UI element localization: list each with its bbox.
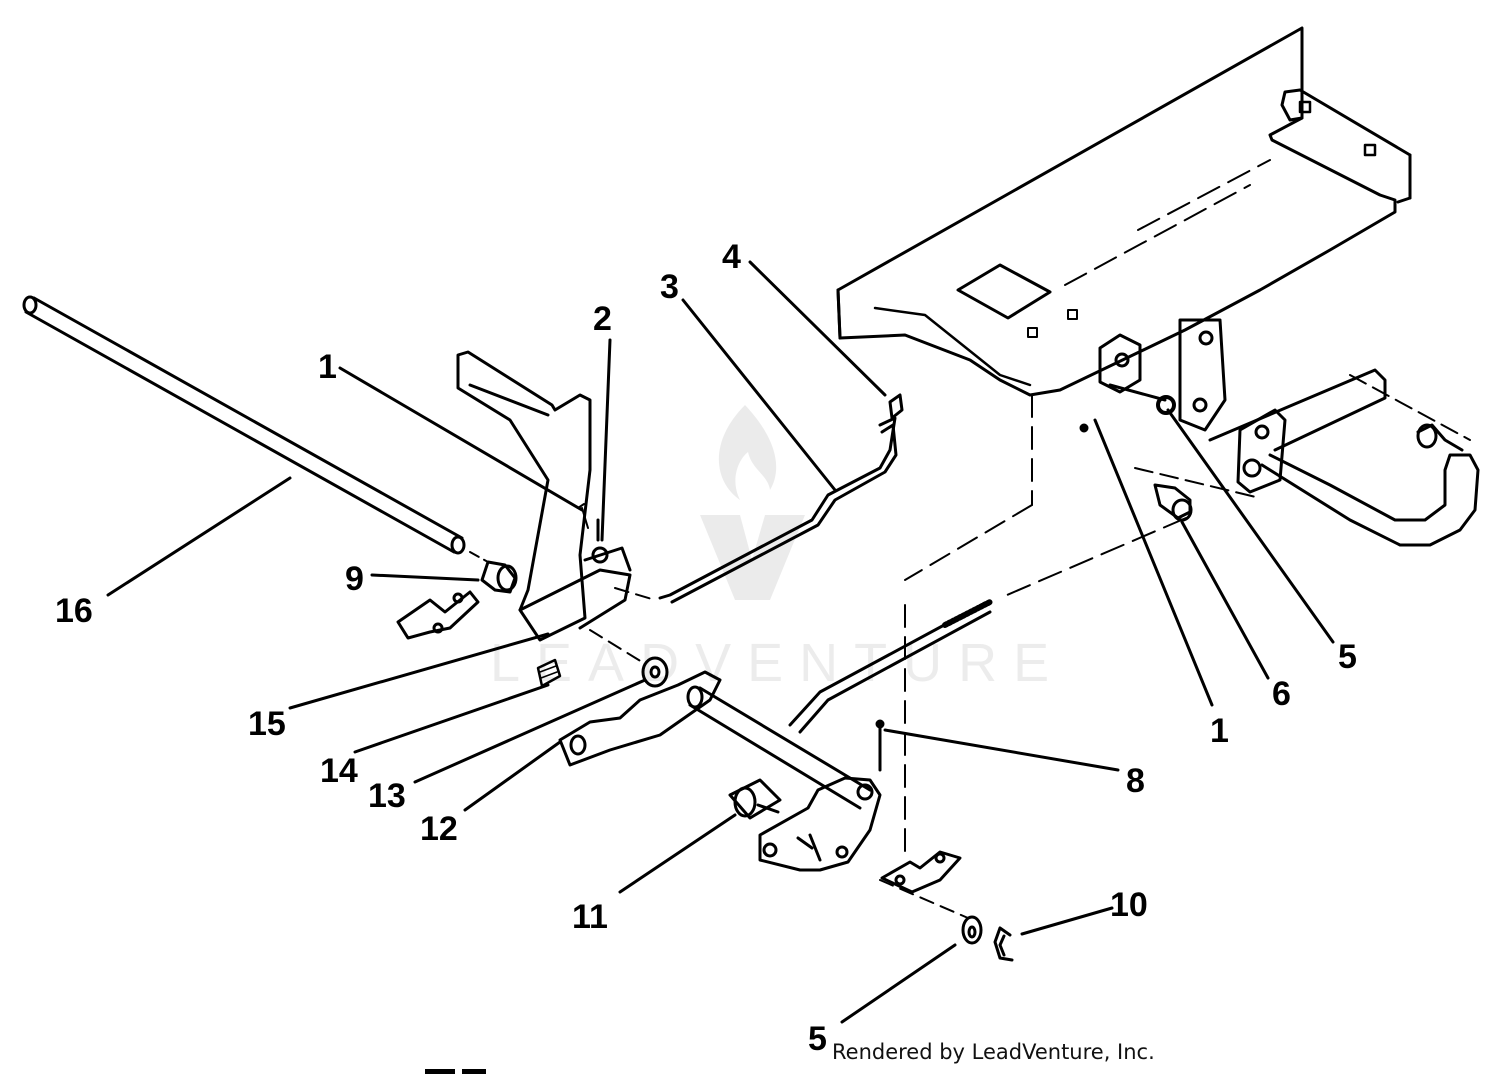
callout-3: 3 <box>660 268 679 306</box>
lever-12 <box>558 670 722 767</box>
bracket-15 <box>396 590 480 640</box>
cropped-mark <box>425 1069 486 1074</box>
clip-10 <box>993 926 1014 962</box>
frame-housing <box>836 26 1412 581</box>
washer-5 <box>961 915 983 945</box>
pedal <box>456 350 632 642</box>
threaded-rod <box>788 599 993 734</box>
leader-lines <box>106 260 1335 1024</box>
pin-6 <box>1153 483 1193 522</box>
callout-10: 10 <box>1110 886 1148 924</box>
washer-13 <box>641 656 669 688</box>
callout-2: 2 <box>593 300 612 338</box>
callout-11: 11 <box>572 898 608 936</box>
callout-16: 16 <box>55 592 93 630</box>
rod-16 <box>22 295 489 563</box>
rear-pivot-assembly <box>1098 318 1480 547</box>
callout-9: 9 <box>345 560 364 598</box>
callout-5-upper: 5 <box>1338 638 1357 676</box>
credit-text: Rendered by LeadVenture, Inc. <box>832 1040 1155 1064</box>
callout-6: 6 <box>1272 675 1291 713</box>
bracket-lower <box>880 850 962 894</box>
callout-labels: 1 2 3 4 16 9 15 14 13 12 11 8 1 6 5 10 5 <box>55 238 1357 1058</box>
bushing-9 <box>480 560 518 594</box>
callout-8: 8 <box>1126 762 1145 800</box>
callout-14: 14 <box>320 752 358 790</box>
watermark-logo <box>700 405 805 600</box>
watermark-text: LEADVENTURE <box>490 633 1066 693</box>
lower-bracket <box>728 776 882 872</box>
callout-15: 15 <box>248 705 286 743</box>
link-rod-3 <box>658 393 904 604</box>
cross-shaft <box>686 685 872 810</box>
callout-5-lower: 5 <box>808 1020 827 1058</box>
callout-1-upper: 1 <box>318 348 337 386</box>
callout-4: 4 <box>722 238 741 276</box>
callout-1-lower: 1 <box>1210 712 1229 750</box>
callout-13: 13 <box>368 777 406 815</box>
screw-14 <box>536 658 562 688</box>
callout-12: 12 <box>420 810 458 848</box>
